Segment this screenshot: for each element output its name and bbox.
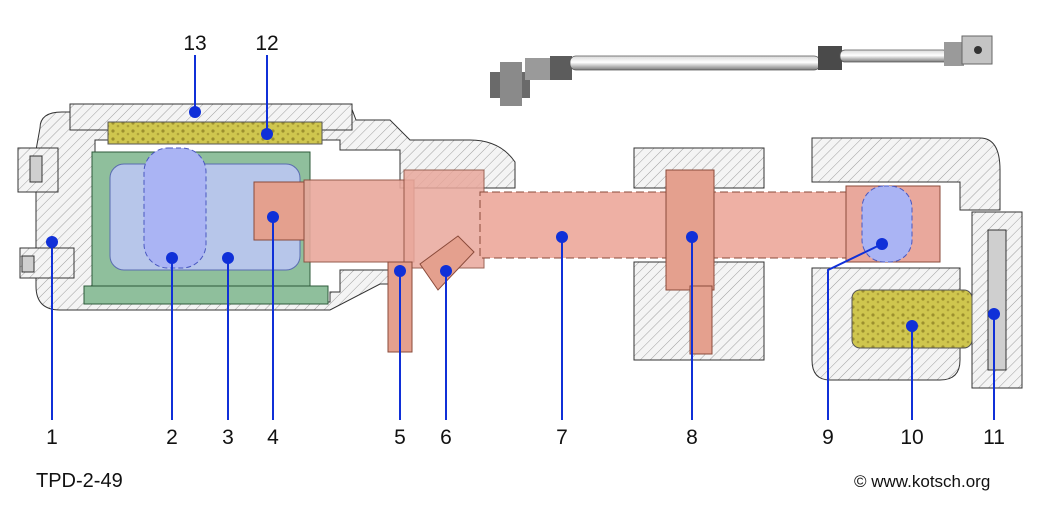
callout-2: 2 (166, 426, 178, 449)
callout-8: 8 (686, 426, 698, 449)
right-chamber (861, 185, 913, 263)
callout-6: 6 (440, 426, 452, 449)
packing-gland (107, 121, 323, 145)
rod-photo (490, 35, 993, 106)
callout-1: 1 (46, 426, 58, 449)
copyright-credit: © www.kotsch.org (854, 472, 991, 491)
callout-3: 3 (222, 426, 234, 449)
leader-dots (46, 106, 1000, 332)
callout-11: 11 (983, 426, 1005, 449)
callout-4: 4 (267, 426, 279, 449)
chamber (143, 147, 207, 269)
figure-id: TPD-2-49 (36, 470, 123, 492)
callout-7: 7 (556, 426, 568, 449)
middle-bearing (633, 147, 765, 361)
main-shaft (253, 169, 941, 353)
callout-10: 10 (900, 426, 923, 449)
callout-5: 5 (394, 426, 406, 449)
callout-13: 13 (183, 32, 206, 55)
callout-12: 12 (255, 32, 278, 55)
callout-9: 9 (822, 426, 834, 449)
leader-lines (51, 55, 995, 420)
